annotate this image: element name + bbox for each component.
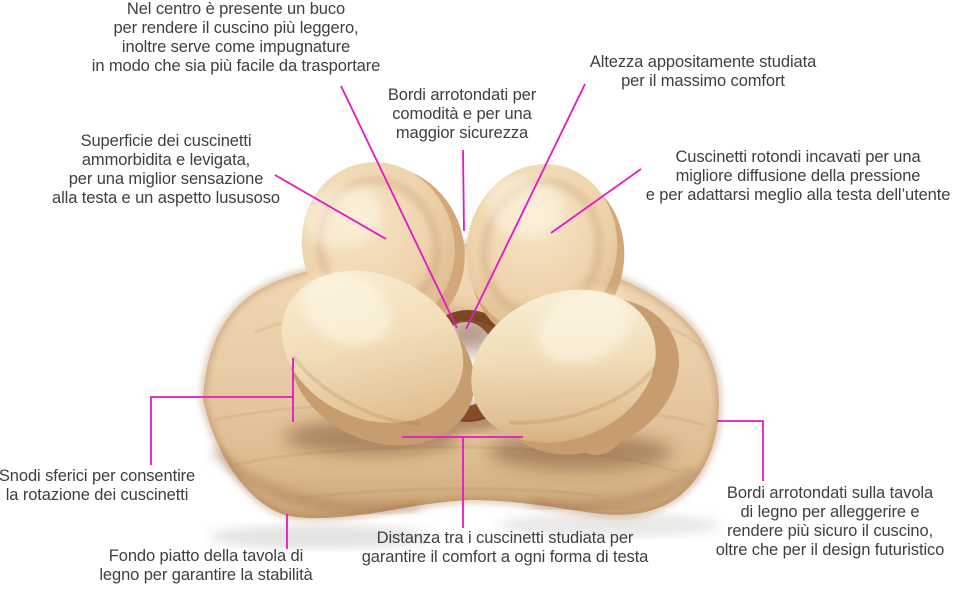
note-pad-distance: Distanza tra i cuscinetti studiata per g… — [362, 529, 649, 567]
note-line: garantire il comfort a ogni forma di tes… — [361, 548, 649, 566]
note-hole: Nel centro è presente un buco per render… — [91, 0, 381, 76]
annotation-line-ball-joints — [150, 396, 293, 465]
note-line: per rendere il cuscino più leggero, — [113, 19, 359, 37]
note-cushion-edges: Bordi arrotondati per comodità e per una… — [388, 86, 536, 143]
note-flat-bottom: Fondo piatto della tavola di legno per g… — [99, 547, 312, 585]
annotation-line-cushion-edges — [462, 149, 465, 232]
note-line: alla testa e un aspetto lususoso — [52, 189, 280, 207]
note-line: Bordi arrotondati per — [387, 86, 537, 104]
annotation-line-board-edges — [717, 420, 764, 481]
note-line: migliore diffusione della pressione — [675, 167, 921, 185]
note-line: Bordi arrotondati sulla tavola — [726, 484, 934, 502]
note-height: Altezza appositamente studiata per il ma… — [590, 53, 816, 91]
note-line: maggior sicurezza — [395, 124, 529, 142]
annotation-line-hole — [340, 85, 458, 329]
note-round-pads: Cuscinetti rotondi incavati per una migl… — [646, 148, 951, 205]
front-right-cushion — [471, 289, 679, 455]
note-line: la rotazione dei cuscinetti — [5, 486, 189, 504]
note-line: Nel centro è presente un buco — [126, 0, 346, 18]
note-line: rendere più sicuro il cuscino, — [726, 522, 934, 540]
note-line: oltre che per il design futuristico — [715, 541, 945, 559]
note-line: Fondo piatto della tavola di — [108, 547, 304, 565]
note-line: ammorbidita e levigata, — [81, 151, 251, 169]
base-bottom-shading — [529, 466, 699, 511]
note-line: Cuscinetti rotondi incavati per una — [675, 148, 921, 166]
note-line: in modo che sia più facile da trasportar… — [91, 57, 381, 75]
front-left-cushion — [281, 270, 475, 446]
base-bottom-shading — [210, 446, 421, 513]
annotation-line-height — [465, 83, 586, 330]
floor-shadow — [210, 513, 720, 549]
note-board-edges: Bordi arrotondati sulla tavola di legno … — [716, 484, 945, 560]
note-line: Snodi sferici per consentire — [0, 467, 196, 485]
annotation-lines — [150, 83, 764, 549]
note-line: e per adattarsi meglio alla testa dell’u… — [645, 186, 951, 204]
note-line: inoltre serve come impugnature — [121, 38, 351, 56]
note-line: Altezza appositamente studiata — [589, 53, 817, 71]
note-line: per il massimo comfort — [621, 72, 785, 90]
note-line: legno per garantire la stabilità — [99, 566, 313, 584]
note-line: per una miglior sensazione — [68, 170, 264, 188]
note-line: di legno per alleggerire e — [740, 503, 920, 521]
note-ball-joints: Snodi sferici per consentire la rotazion… — [0, 467, 195, 505]
note-line: Distanza tra i cuscinetti studiata per — [376, 529, 634, 547]
annotation-line-surface — [274, 174, 387, 240]
note-surface: Superficie dei cuscinetti ammorbidita e … — [52, 132, 280, 208]
annotation-line-round-pads — [550, 168, 642, 234]
note-line: comodità e per una — [392, 105, 532, 123]
note-line: Superficie dei cuscinetti — [80, 132, 252, 150]
